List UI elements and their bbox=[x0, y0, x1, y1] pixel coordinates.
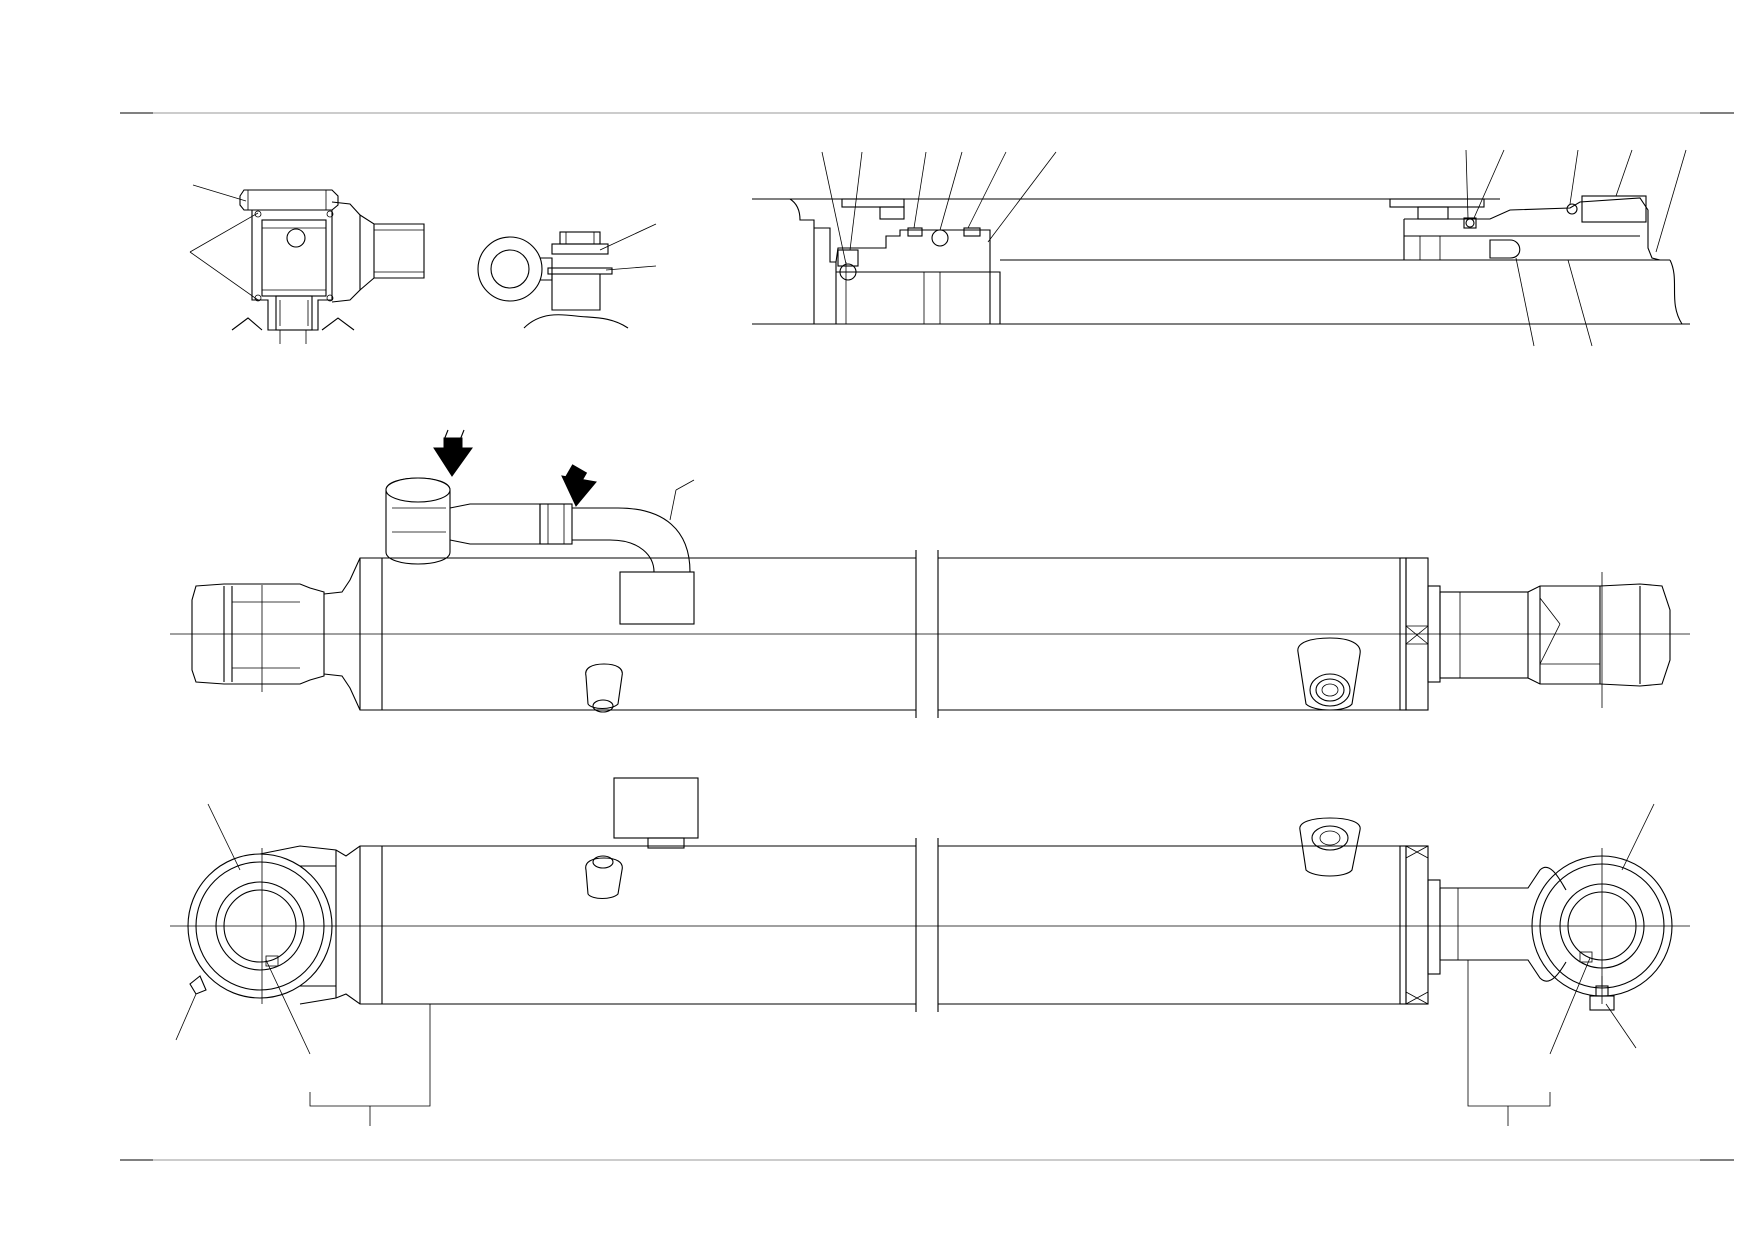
hose-fitting-detail-view bbox=[477, 223, 657, 329]
cylinder-top-view bbox=[170, 429, 1690, 718]
plug-detail-view bbox=[189, 184, 425, 344]
rod-seal-section-view bbox=[752, 149, 1690, 347]
cylinder-side-view bbox=[170, 777, 1690, 1126]
page-frame bbox=[120, 112, 1734, 1161]
